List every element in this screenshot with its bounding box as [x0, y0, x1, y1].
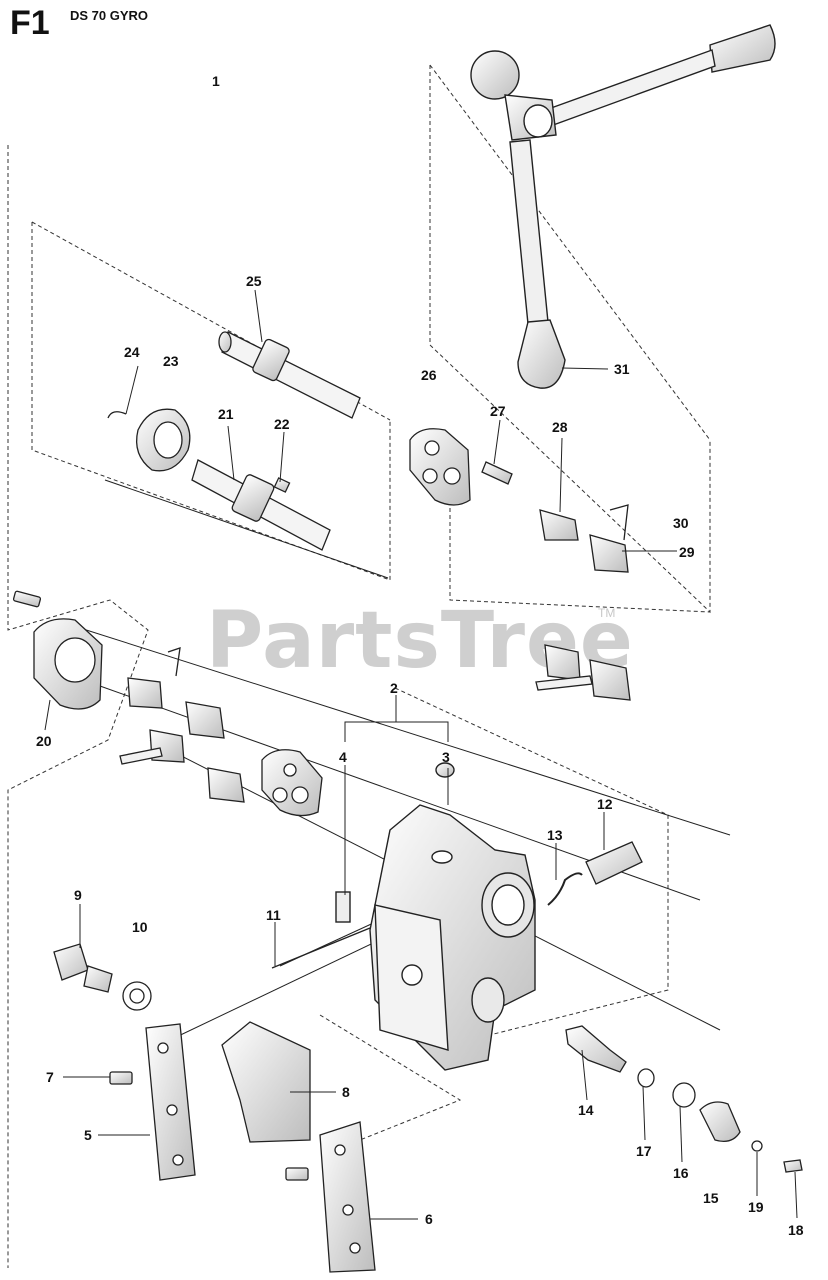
- callout-8: 8: [342, 1084, 350, 1100]
- model-name: DS 70 GYRO: [70, 8, 149, 23]
- trademark-mark: TM: [598, 606, 616, 620]
- callout-13: 13: [547, 827, 563, 843]
- callout-21: 21: [218, 406, 234, 422]
- plates-5-6-8: [109, 1021, 376, 1273]
- leader-lines: [44, 289, 798, 1220]
- callout-4: 4: [339, 749, 347, 765]
- callout-15: 15: [703, 1190, 719, 1206]
- callout-29: 29: [679, 544, 695, 560]
- callout-2: 2: [390, 680, 398, 696]
- pin-spring-12-13: [547, 841, 643, 906]
- gearbox-housing: [335, 762, 536, 1071]
- callout-31: 31: [614, 361, 630, 377]
- bushing-set-right: [535, 644, 631, 701]
- group-boundaries: [7, 64, 711, 1268]
- callout-9: 9: [74, 887, 82, 903]
- callout-28: 28: [552, 419, 568, 435]
- callout-19: 19: [748, 1199, 764, 1215]
- flange-plate-upper: [409, 428, 629, 573]
- callout-25: 25: [246, 273, 262, 289]
- callout-3: 3: [442, 749, 450, 765]
- middle-bushings: [119, 647, 323, 817]
- upper-shaft-group: [107, 331, 361, 551]
- callout-6: 6: [425, 1211, 433, 1227]
- callout-27: 27: [490, 403, 506, 419]
- callout-17: 17: [636, 1143, 652, 1159]
- callout-1: 1: [212, 73, 220, 89]
- callout-labels: 1 2 3 4 5 6 7 8 9 10 11 12 13 14 15 16 1…: [36, 73, 804, 1238]
- callout-24: 24: [124, 344, 140, 360]
- callout-14: 14: [578, 1102, 594, 1118]
- callout-22: 22: [274, 416, 290, 432]
- callout-10: 10: [132, 919, 148, 935]
- callout-23: 23: [163, 353, 179, 369]
- plug-9-10: [53, 927, 371, 1011]
- callout-11: 11: [266, 907, 281, 923]
- callout-26: 26: [421, 367, 437, 383]
- handle-assembly: [470, 24, 776, 389]
- callout-12: 12: [597, 796, 613, 812]
- figure-number: F1: [10, 4, 50, 42]
- callout-7: 7: [46, 1069, 54, 1085]
- callout-16: 16: [673, 1165, 689, 1181]
- callout-20: 20: [36, 733, 52, 749]
- callout-18: 18: [788, 1222, 804, 1238]
- callout-5: 5: [84, 1127, 92, 1143]
- right-small-parts: [565, 1025, 803, 1173]
- callout-30: 30: [673, 515, 689, 531]
- side-flange-20: [12, 590, 103, 710]
